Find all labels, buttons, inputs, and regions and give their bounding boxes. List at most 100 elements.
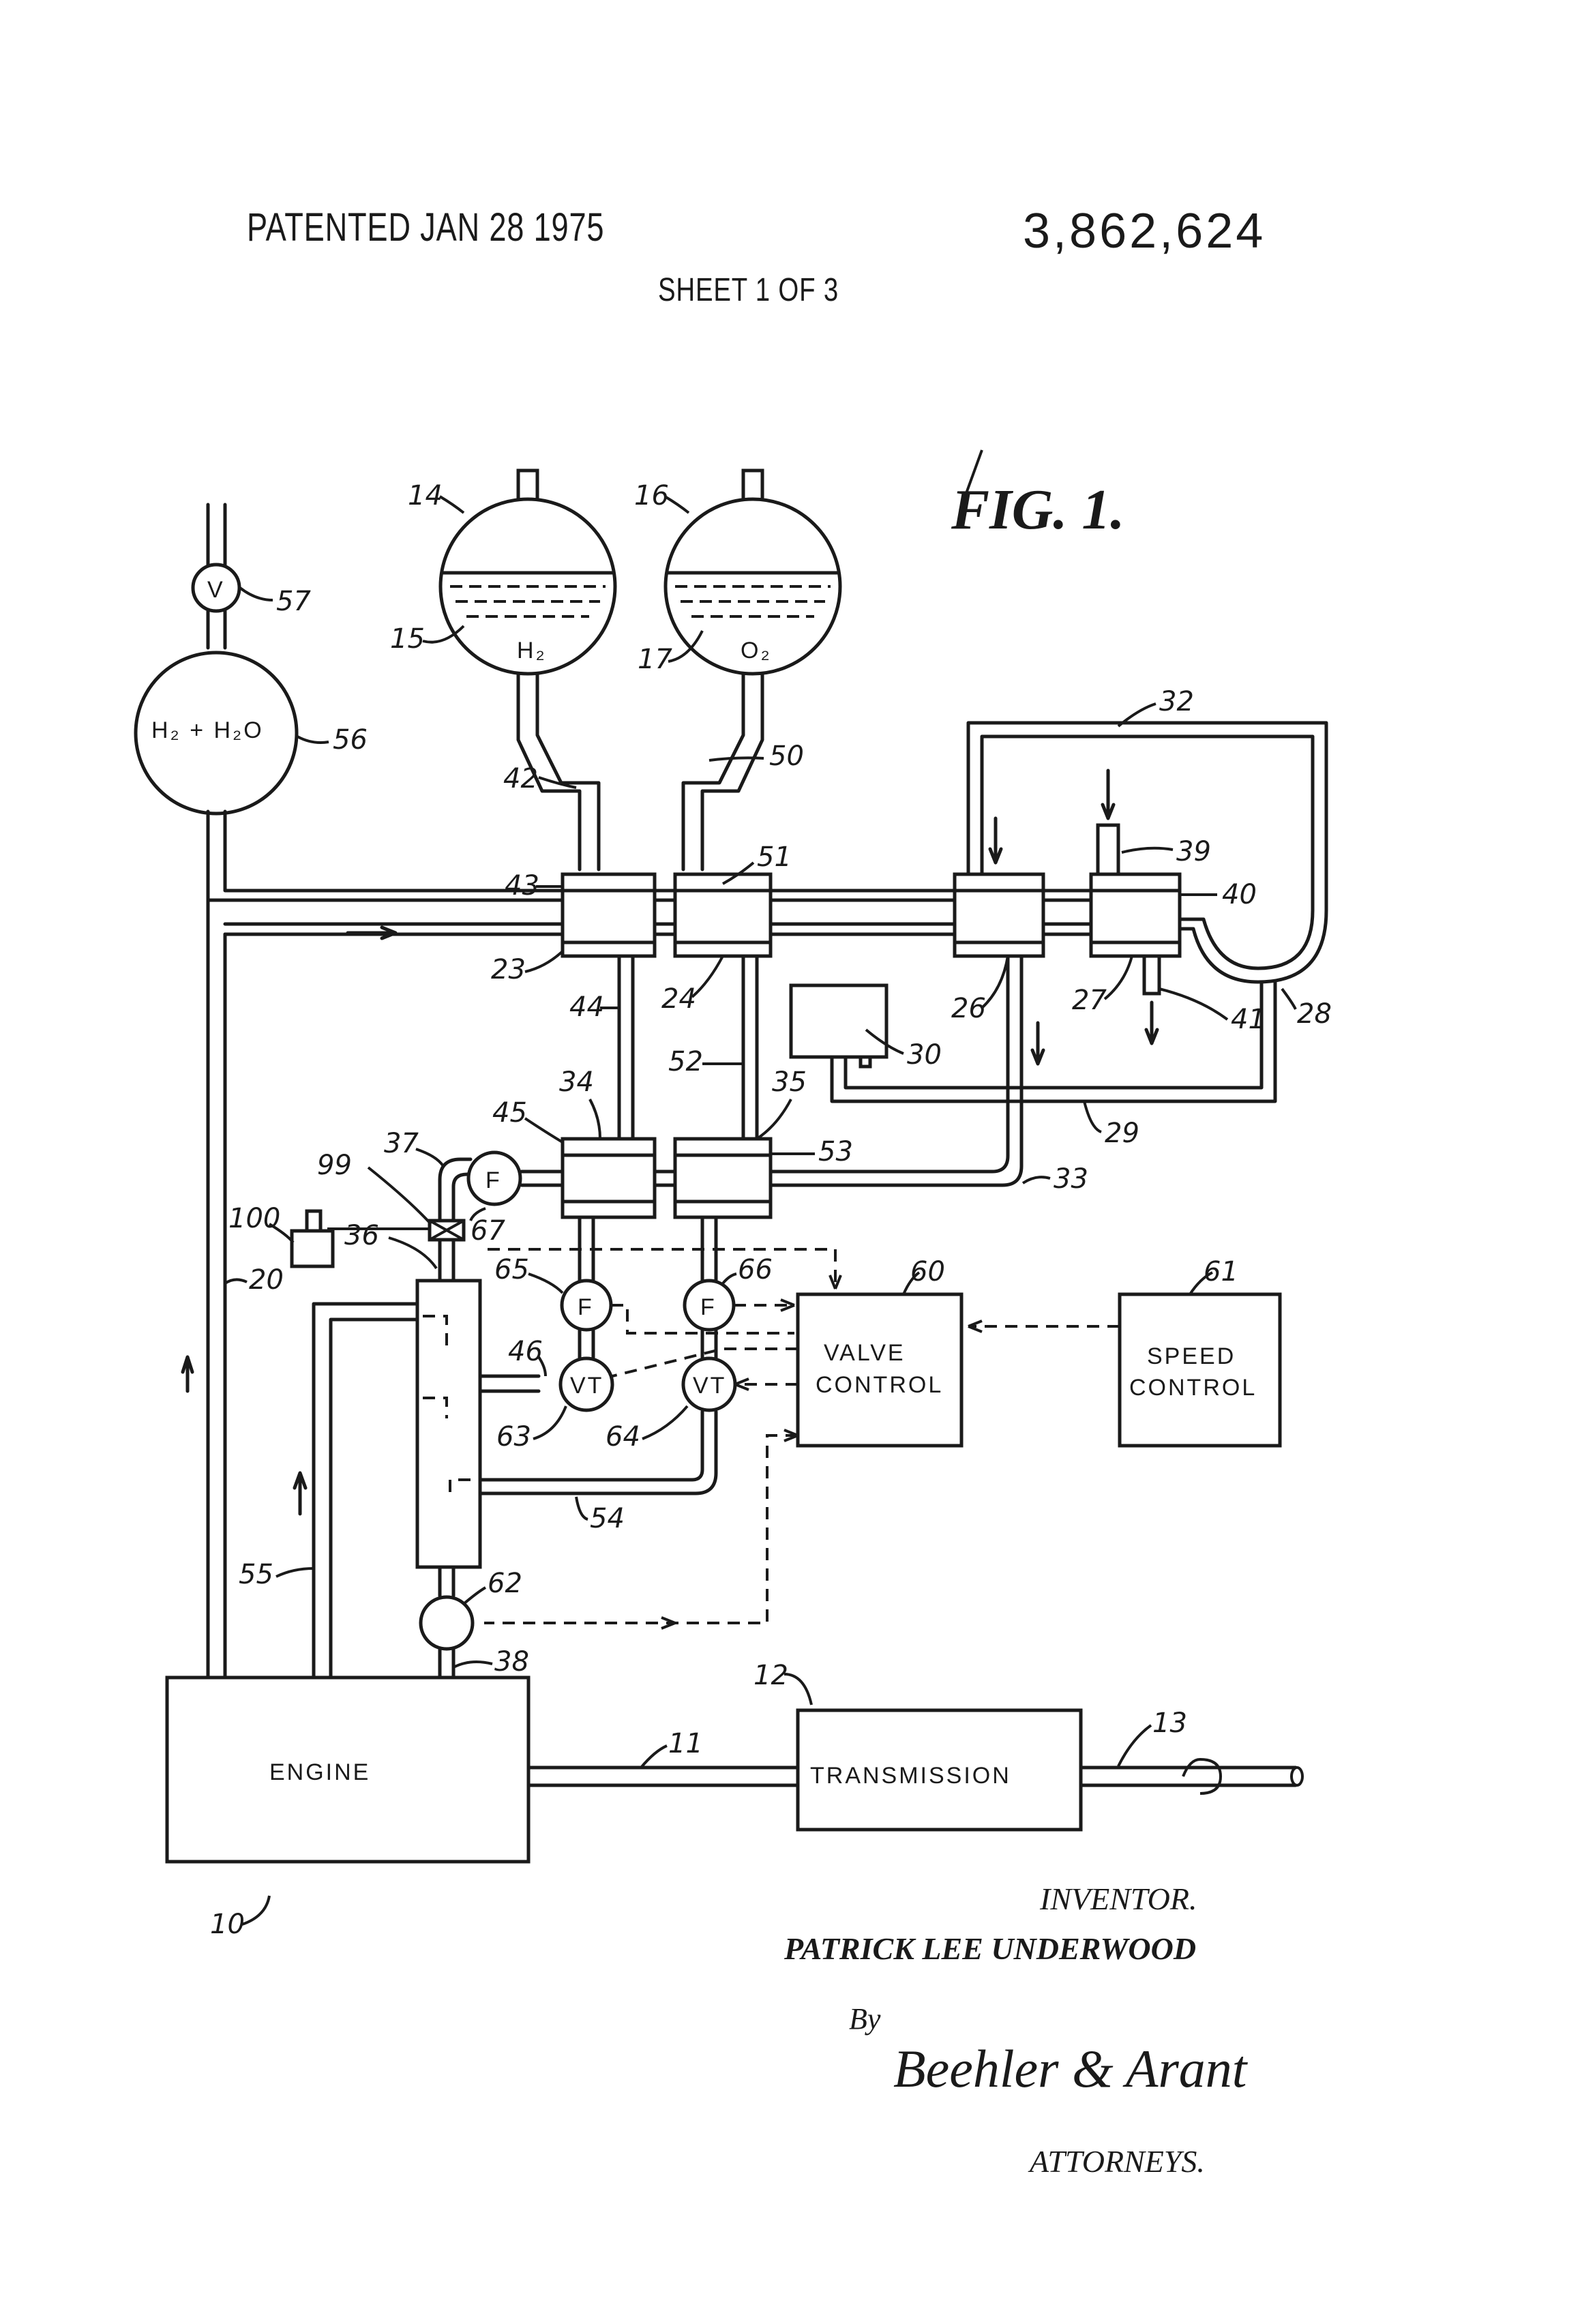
- diagram-line: [528, 1274, 563, 1293]
- diagram-line: [240, 588, 273, 600]
- line-46: [480, 1376, 539, 1391]
- ref-numeral-53: 53: [818, 1136, 853, 1167]
- diagram-line: [522, 1172, 563, 1185]
- line-37: [440, 1159, 471, 1221]
- ref-numeral-32: 32: [1159, 686, 1194, 717]
- ref-numeral-34: 34: [559, 1067, 594, 1098]
- ref-numeral-13: 13: [1152, 1708, 1187, 1739]
- valve-control-label-2: CONTROL: [816, 1372, 943, 1398]
- diagram-line: [464, 1588, 486, 1604]
- diagram-line: [1105, 956, 1132, 999]
- diagram-line: [1118, 1725, 1151, 1766]
- ref-numeral-63: 63: [496, 1421, 531, 1452]
- line-50a: [683, 674, 743, 869]
- line-29-outer: [832, 982, 1275, 1101]
- vt-64-label: VT: [693, 1373, 726, 1399]
- valve-34: [563, 1139, 655, 1217]
- diagram-line: [771, 924, 955, 934]
- ref-numeral-23: 23: [491, 954, 526, 985]
- ref-numeral-51: 51: [757, 841, 792, 873]
- sensor-62: [421, 1597, 473, 1649]
- diagram-line: [525, 951, 563, 972]
- diagram-line: [525, 1118, 563, 1142]
- diagram-line: [655, 891, 675, 900]
- ref-numeral-45: 45: [492, 1097, 527, 1129]
- ref-numeral-44: 44: [569, 992, 604, 1023]
- oxygen-tank: O₂: [666, 471, 840, 674]
- diagram-line: [1292, 1768, 1302, 1785]
- diagram-line: [1159, 989, 1227, 1019]
- ref-numeral-38: 38: [494, 1646, 529, 1678]
- mixer-36: [417, 1281, 480, 1567]
- ref-numeral-27: 27: [1072, 985, 1107, 1016]
- diagram-line: [655, 1172, 675, 1185]
- by-label: By: [849, 2002, 881, 2036]
- vt-63-label: VT: [570, 1373, 603, 1399]
- speed-control-block: [1120, 1294, 1280, 1446]
- line-50b: [702, 674, 762, 869]
- valve-23: [563, 874, 655, 956]
- ref-numeral-42: 42: [503, 763, 538, 794]
- ref-numeral-56: 56: [333, 724, 368, 756]
- diagram-line: [242, 1896, 269, 1924]
- attorneys-label: ATTORNEYS.: [1028, 2144, 1205, 2179]
- ref-numeral-50: 50: [769, 741, 804, 772]
- diagram-line: [771, 891, 955, 900]
- diagram-line: [416, 1149, 443, 1166]
- tank-h2-label: H₂: [517, 638, 547, 664]
- arrow-down-33: [1032, 1023, 1043, 1064]
- shaft-13: [1081, 1768, 1296, 1785]
- diagram-line: [389, 1238, 436, 1268]
- ref-numeral-37: 37: [384, 1128, 419, 1159]
- ref-numeral-15: 15: [390, 623, 425, 655]
- attorney-firm-signature: Beehler & Arant: [893, 2039, 1249, 2098]
- diagram-line: [307, 1211, 320, 1231]
- ref-numeral-29: 29: [1105, 1118, 1139, 1149]
- inventor-label: INVENTOR.: [1039, 1881, 1197, 1916]
- ref-numeral-28: 28: [1297, 998, 1332, 1030]
- ref-numeral-14: 14: [408, 480, 443, 511]
- line-36: [440, 1240, 453, 1281]
- diagram-line: [692, 956, 723, 997]
- valve-35: [675, 1139, 771, 1217]
- ref-numeral-26: 26: [951, 993, 986, 1024]
- valve-control-label-1: VALVE: [824, 1340, 906, 1366]
- ref-numeral-12: 12: [753, 1660, 788, 1691]
- speed-control-label-1: SPEED: [1147, 1343, 1236, 1369]
- line-29-inner: [846, 982, 1262, 1088]
- ref-numeral-36: 36: [344, 1220, 379, 1251]
- engine-label: ENGINE: [269, 1759, 370, 1785]
- diagram-line: [1084, 1101, 1101, 1132]
- signal-67: [488, 1249, 835, 1289]
- diagram-line: [1282, 989, 1296, 1009]
- ref-numeral-64: 64: [606, 1421, 640, 1452]
- diagram-line: [440, 1567, 453, 1596]
- speed-control-label-2: CONTROL: [1129, 1375, 1257, 1401]
- component-label: F: [700, 1294, 717, 1320]
- actuator-100: [292, 1231, 333, 1266]
- ref-numeral-41: 41: [1231, 1004, 1266, 1035]
- ref-numeral-43: 43: [505, 870, 539, 902]
- ref-numeral-52: 52: [668, 1046, 703, 1077]
- diagram-line: [580, 1330, 593, 1358]
- diagram-line: [642, 1406, 687, 1439]
- flow-meter-37-label: F: [486, 1167, 502, 1193]
- ref-numeral-35: 35: [772, 1067, 807, 1098]
- diagram-line: [453, 1662, 492, 1667]
- arrow-up-20: [183, 1357, 192, 1391]
- diagram-line: [297, 736, 329, 743]
- ref-numeral-46: 46: [508, 1336, 543, 1367]
- ref-numeral-67: 67: [471, 1215, 505, 1247]
- line-55-inner: [331, 1320, 417, 1678]
- diagram-line: [784, 1674, 811, 1705]
- ref-numeral-62: 62: [488, 1568, 522, 1599]
- pipe-39: [1098, 825, 1118, 874]
- diagram-line: [1122, 848, 1173, 852]
- diagram-line: [590, 1099, 600, 1139]
- diagram-line: [440, 496, 464, 513]
- line-42b: [537, 674, 599, 869]
- diagram-line: [576, 1497, 588, 1519]
- valve-26: [955, 874, 1043, 956]
- diagram-line: [655, 924, 675, 934]
